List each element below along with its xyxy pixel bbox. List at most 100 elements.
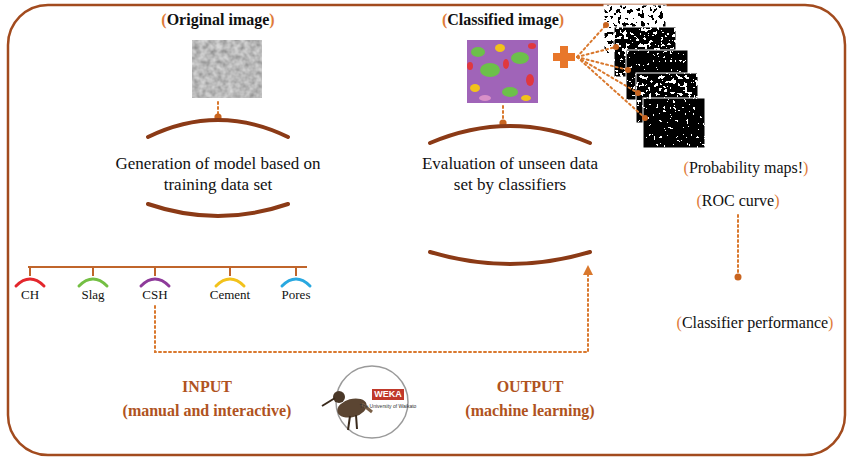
leader-line xyxy=(577,47,616,57)
node-text-area: CH xyxy=(10,276,50,305)
logo-disc xyxy=(336,366,408,438)
class-label: CSH xyxy=(133,276,177,306)
classified-image xyxy=(467,40,538,103)
tree-tick xyxy=(92,267,94,276)
class-arc xyxy=(79,279,107,286)
class-name: Cement xyxy=(206,287,254,303)
bracket-arc xyxy=(430,126,590,143)
class-label: CH xyxy=(10,276,50,306)
section-heading: OUTPUT xyxy=(497,377,564,396)
panel-caption: (Classifier performance) xyxy=(677,313,834,332)
dotted-connector xyxy=(502,106,504,123)
weka-logo xyxy=(322,366,408,438)
section-subheading: (manual and interactive) xyxy=(123,401,292,420)
tree-bus xyxy=(28,266,307,268)
phase-blob xyxy=(526,74,534,86)
node-text-area: (Classified image) xyxy=(433,8,573,32)
logo-wordmark: WEKA xyxy=(372,389,404,400)
node-text-area: CSH xyxy=(133,276,177,305)
section-heading: INPUT xyxy=(182,377,232,396)
bird-head xyxy=(333,391,345,403)
bracket-arc xyxy=(148,120,288,137)
phase-blob xyxy=(479,95,491,101)
phase-blob xyxy=(480,63,500,77)
class-arc xyxy=(141,279,169,286)
image-panel: (Original image) xyxy=(150,8,286,102)
plus-symbol xyxy=(553,46,575,68)
phase-blob xyxy=(467,62,473,70)
tree-tick xyxy=(154,267,156,276)
step-text: Evaluation of unseen data set by classif… xyxy=(412,153,608,196)
class-arc xyxy=(282,279,310,286)
class-label: Slag xyxy=(71,276,115,306)
node-text-area: Pores xyxy=(273,276,319,305)
class-name: CH xyxy=(11,287,49,303)
image-title: (Classified image) xyxy=(435,10,571,30)
probability-map-stack xyxy=(604,5,705,148)
micrograph-image xyxy=(192,40,262,98)
phase-blob xyxy=(502,87,518,97)
bracket-step: Generation of model based on training da… xyxy=(103,117,333,218)
class-label: Pores xyxy=(273,276,319,306)
leader-line xyxy=(577,57,638,93)
tree-tick xyxy=(29,267,31,276)
leader-line xyxy=(577,57,645,118)
phase-blob xyxy=(528,43,536,49)
bird-legs xyxy=(348,415,357,430)
class-name: CSH xyxy=(134,287,176,303)
bracket-arc xyxy=(430,252,590,264)
image-panel: (Classified image) xyxy=(433,8,573,106)
bracket-outline xyxy=(400,123,620,266)
panel-caption: (Probability maps!) xyxy=(684,158,809,177)
leader-dots xyxy=(603,22,648,121)
node-text-area: Evaluation of unseen data set by classif… xyxy=(400,123,620,266)
class-tree xyxy=(28,267,307,276)
class-name: Slag xyxy=(72,287,114,303)
node-text-area: (Original image) xyxy=(150,8,286,32)
leader-line xyxy=(577,25,606,57)
dotted-connector xyxy=(217,102,219,117)
dotted-connector xyxy=(155,266,588,352)
class-label: Cement xyxy=(205,276,255,306)
plus-bar xyxy=(560,46,568,68)
class-name: Pores xyxy=(274,287,318,303)
bracket-arc xyxy=(148,204,288,216)
probability-map xyxy=(643,98,705,148)
leader-dot xyxy=(735,274,742,281)
leader-dot xyxy=(613,44,619,50)
fan-leaders xyxy=(577,25,645,118)
leader-line xyxy=(737,215,739,276)
tree-tick xyxy=(295,267,297,276)
phase-blob xyxy=(503,59,509,69)
panel-caption: (ROC curve) xyxy=(696,191,779,210)
phase-blob xyxy=(471,47,485,57)
outer-frame xyxy=(8,5,845,455)
bracket-step: Evaluation of unseen data set by classif… xyxy=(400,123,620,266)
tree-tick xyxy=(229,267,231,276)
phase-blob xyxy=(511,52,529,64)
phase-blob xyxy=(470,84,480,92)
classified-ground xyxy=(467,40,538,103)
node-text-area: Generation of model based on training da… xyxy=(103,117,333,218)
step-text: Generation of model based on training da… xyxy=(108,153,328,196)
class-arc xyxy=(16,279,44,286)
leader-dot xyxy=(625,67,631,73)
node-text-area: Slag xyxy=(71,276,115,305)
node-text-area: Cement xyxy=(205,276,255,305)
image-title: (Original image) xyxy=(152,10,284,30)
section-subheading: (machine learning) xyxy=(465,401,594,420)
leader-dot xyxy=(635,90,641,96)
leader-dot xyxy=(603,22,609,28)
class-arc xyxy=(216,279,244,286)
leader-dot xyxy=(642,115,648,121)
phase-blob xyxy=(521,95,531,101)
bird-beak xyxy=(322,398,335,406)
map-edge xyxy=(643,98,705,148)
logo-subtitle: The University of Waikato xyxy=(360,403,417,409)
phase-blob xyxy=(495,44,505,52)
